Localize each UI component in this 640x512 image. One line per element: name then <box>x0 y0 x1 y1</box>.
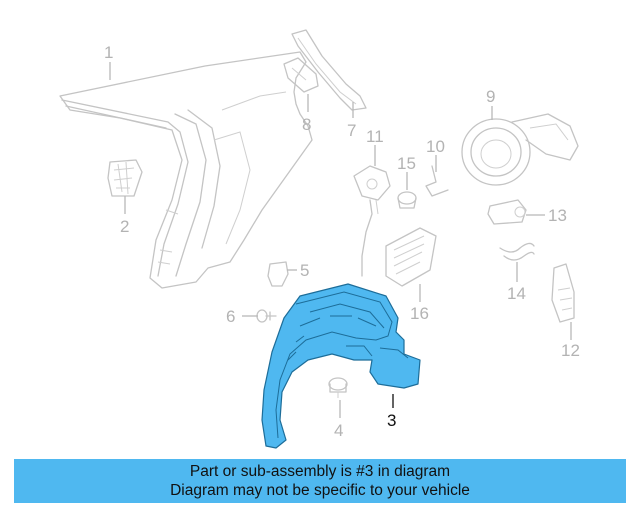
leader-lines <box>109 62 572 418</box>
callout-13[interactable]: 13 <box>548 206 567 225</box>
callout-1[interactable]: 1 <box>104 43 113 62</box>
callout-6[interactable]: 6 <box>226 307 235 326</box>
fuel-door-drawing <box>461 113 579 186</box>
callout-12[interactable]: 12 <box>561 341 580 360</box>
side-bracket-drawing <box>551 263 575 323</box>
callout-9[interactable]: 9 <box>486 87 495 106</box>
quarter-panel-drawing <box>59 51 313 289</box>
callout-7[interactable]: 7 <box>347 121 356 140</box>
callout-3[interactable]: 3 <box>387 411 396 430</box>
callout-5[interactable]: 5 <box>300 261 309 280</box>
latch-actuator-drawing <box>353 165 391 277</box>
info-banner: Part or sub-assembly is #3 in diagram Di… <box>14 459 626 503</box>
callout-2[interactable]: 2 <box>120 217 129 236</box>
callout-10[interactable]: 10 <box>426 137 445 156</box>
banner-line-disclaimer: Diagram may not be specific to your vehi… <box>170 482 470 499</box>
door-actuator-drawing <box>487 199 527 225</box>
callout-4[interactable]: 4 <box>334 421 343 440</box>
hose-drawing <box>499 242 535 261</box>
callout-numbers: 1 2 3 4 5 6 7 8 9 10 11 12 13 14 15 16 <box>104 43 580 440</box>
grommet-drawing <box>397 191 417 209</box>
screw-drawing <box>328 377 348 398</box>
callout-8[interactable]: 8 <box>302 115 311 134</box>
exploded-parts-diagram: 1 2 3 4 5 6 7 8 9 10 11 12 13 14 15 16 <box>59 29 580 449</box>
banner-line-part-number: Part or sub-assembly is #3 in diagram <box>189 463 451 480</box>
pillar-trim-drawing <box>291 29 367 111</box>
small-bracket-drawing <box>283 57 319 93</box>
callout-16[interactable]: 16 <box>410 304 429 323</box>
wheelhouse-liner-highlight[interactable] <box>261 283 421 449</box>
spring-drawing <box>425 165 449 197</box>
callout-14[interactable]: 14 <box>507 284 526 303</box>
callout-15[interactable]: 15 <box>397 154 416 173</box>
bracket-drawing <box>107 159 143 197</box>
callout-11[interactable]: 11 <box>366 127 384 146</box>
clip-drawing <box>267 261 289 287</box>
vent-drawing <box>385 227 437 287</box>
push-pin-drawing <box>256 309 277 323</box>
